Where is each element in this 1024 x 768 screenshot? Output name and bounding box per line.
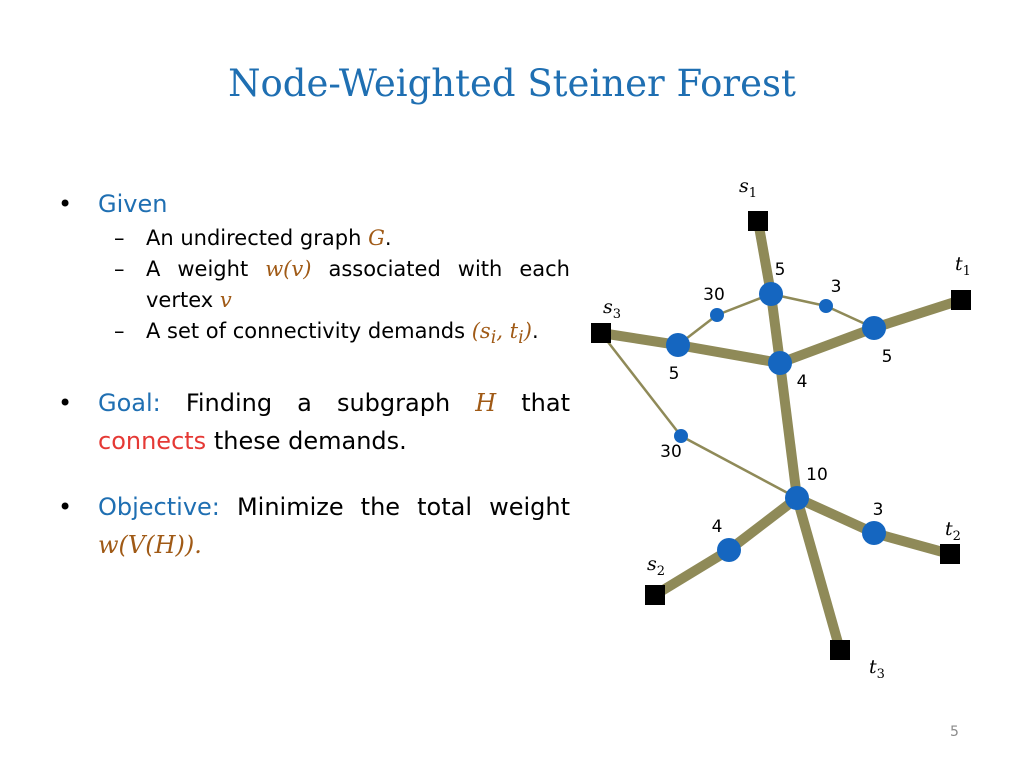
node-weight-label-e: 5 (669, 364, 680, 384)
dash-marker: – (114, 319, 125, 343)
node-j (717, 538, 741, 562)
math-pair: (si, ti) (471, 319, 532, 349)
given-item-graph: – An undirected graph G. (58, 223, 570, 254)
bullet-marker: • (58, 190, 73, 218)
goal-highlight: connects (98, 427, 207, 456)
terminal-label-t3: t3 (869, 656, 885, 682)
thick-edge-j-s2 (652, 545, 732, 600)
objective-text: Minimize the total weight (219, 493, 570, 522)
given-item-text: . (384, 226, 392, 250)
terminal-label-s3: s3 (603, 296, 621, 322)
given-item-text: associated with each vertex (146, 257, 570, 312)
goal-heading: Goal: (98, 389, 161, 418)
math-wv: w(v) (265, 257, 312, 281)
node-weight-label-c: 3 (831, 277, 842, 297)
dash-marker: – (114, 257, 125, 281)
node-f (768, 351, 792, 375)
terminal-label-s2: s2 (647, 553, 665, 579)
bullet-marker: • (58, 389, 73, 418)
nodes-layer (591, 211, 971, 660)
given-item-text: An undirected graph (146, 226, 369, 250)
node-weight-label-g: 30 (660, 442, 682, 462)
math-G: G (368, 226, 385, 250)
thick-edge-d-t1 (872, 295, 963, 333)
given-item-text: A weight (146, 257, 266, 281)
page-number: 5 (950, 724, 959, 740)
node-c (819, 299, 833, 313)
labels-layer: 5 30 3 5 5 4 30 10 3 4 s1 t1 s3 t2 s2 t3 (603, 175, 971, 682)
bullet-given: • Given (58, 185, 570, 223)
terminal-t2 (940, 544, 960, 564)
thick-edge-h-j (725, 494, 801, 554)
node-a (759, 282, 783, 306)
node-i (862, 521, 886, 545)
goal-text: Finding a subgraph (160, 389, 476, 418)
bullet-objective: • Objective: Minimize the total weight w… (58, 488, 570, 564)
node-weight-label-i: 3 (873, 500, 884, 520)
math-wVH: w(V(H)). (98, 531, 202, 560)
thick-edge-e-f (677, 340, 781, 368)
goal-text: these demands. (206, 427, 407, 456)
node-weight-label-j: 4 (712, 517, 723, 537)
node-weight-label-b: 30 (703, 285, 725, 305)
thick-edge-f-d (778, 323, 876, 368)
dash-marker: – (114, 226, 125, 250)
bullet-goal: • Goal: Finding a subgraph H that connec… (58, 384, 570, 460)
terminal-s2 (645, 585, 665, 605)
terminal-s3 (591, 323, 611, 343)
node-g (674, 429, 688, 443)
thick-edge-s3-e (600, 328, 679, 350)
thin-edge-s3-g (600, 332, 682, 437)
terminal-t1 (951, 290, 971, 310)
slide-title: Node-Weighted Steiner Forest (228, 62, 796, 105)
node-weight-label-d: 5 (882, 347, 893, 367)
thick-edge-f-h (775, 362, 802, 499)
math-H: H (475, 389, 497, 418)
node-b (710, 308, 724, 322)
terminal-s1 (748, 211, 768, 231)
goal-text: that (496, 389, 570, 418)
math-v: v (219, 288, 232, 312)
node-d (862, 316, 886, 340)
given-item-weight: – A weight w(v) associated with each ver… (58, 254, 570, 316)
terminal-label-s1: s1 (739, 175, 757, 201)
node-weight-label-f: 4 (797, 372, 808, 392)
terminal-label-t2: t2 (945, 518, 961, 544)
thin-edge-g-h (680, 434, 798, 500)
bullet-list: • Given – An undirected graph G. – A wei… (58, 185, 570, 564)
terminal-t3 (830, 640, 850, 660)
objective-heading: Objective: (98, 493, 220, 522)
node-e (666, 333, 690, 357)
thick-edge-s1-a (753, 220, 776, 295)
thick-edge-h-i (794, 493, 877, 538)
node-weight-label-h: 10 (806, 465, 828, 485)
node-weight-label-a: 5 (775, 260, 786, 280)
given-heading: Given (98, 190, 168, 218)
thick-edge-h-t3 (792, 496, 845, 652)
given-item-text: A set of connectivity demands (146, 319, 472, 343)
thick-edge-i-t2 (872, 528, 952, 559)
given-item-text: . (531, 319, 539, 343)
given-item-demands: – A set of connectivity demands (si, ti)… (58, 316, 570, 354)
terminal-label-t1: t1 (955, 253, 971, 279)
node-h (785, 486, 809, 510)
bullet-marker: • (58, 493, 73, 522)
